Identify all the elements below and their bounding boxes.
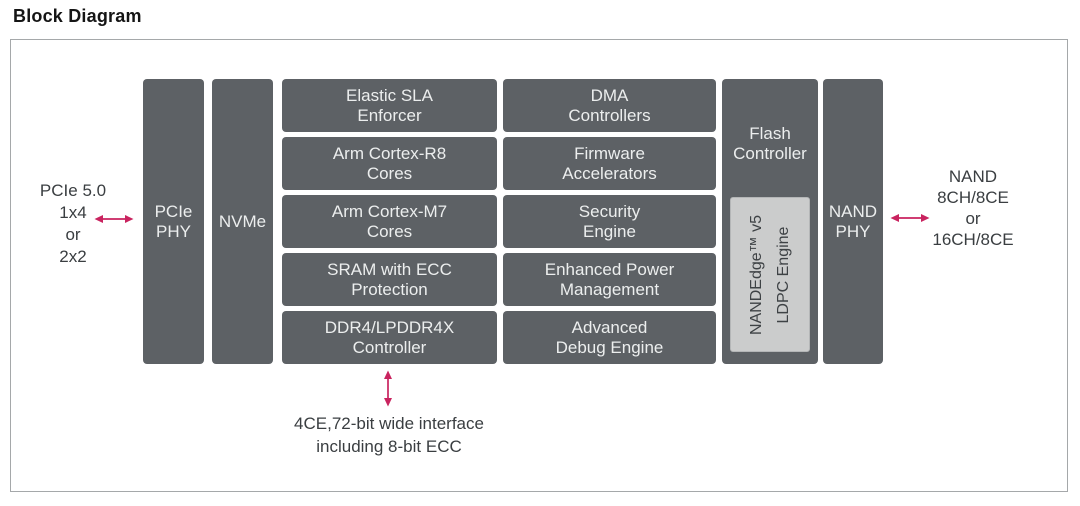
block-enhanced-power-management: Enhanced Power Management (503, 253, 716, 306)
block-arm-cortex-m7-cores: Arm Cortex-M7 Cores (282, 195, 497, 248)
ldpc-engine-label: LDPC Engine (775, 226, 792, 323)
block-dma-controllers: DMA Controllers (503, 79, 716, 132)
block-advanced-debug-engine: Advanced Debug Engine (503, 311, 716, 364)
nandedge-v5-label: NANDEdge™ v5 (748, 214, 765, 335)
block-arm-cortex-r8-cores: Arm Cortex-R8 Cores (282, 137, 497, 190)
block-security-engine: Security Engine (503, 195, 716, 248)
block-ddr4-lpddr4x-controller: DDR4/LPDDR4X Controller (282, 311, 497, 364)
block-firmware-accelerators: Firmware Accelerators (503, 137, 716, 190)
block-pcie-phy: PCIe PHY (143, 79, 204, 364)
nand-channel-arrow-icon (890, 214, 930, 222)
block-nandedge-ldpc-engine: NANDEdge™ v5 LDPC Engine (730, 197, 810, 352)
block-sram-ecc-protection: SRAM with ECC Protection (282, 253, 497, 306)
block-nand-phy: NAND PHY (823, 79, 883, 364)
ldpc-engine-rotated-text: NANDEdge™ v5 LDPC Engine (731, 198, 809, 351)
nand-interface-label: NAND 8CH/8CE or 16CH/8CE (932, 167, 1014, 249)
dram-interface-arrow-icon (384, 370, 392, 407)
pcie-host-interface-label: PCIe 5.0 1x4 or 2x2 (39, 181, 107, 266)
page-title: Block Diagram (13, 6, 142, 26)
block-elastic-sla-enforcer: Elastic SLA Enforcer (282, 79, 497, 132)
block-nvme: NVMe (212, 79, 273, 364)
pcie-host-arrow-icon (94, 215, 134, 223)
dram-interface-label: 4CE,72-bit wide interface including 8-bi… (294, 414, 484, 456)
